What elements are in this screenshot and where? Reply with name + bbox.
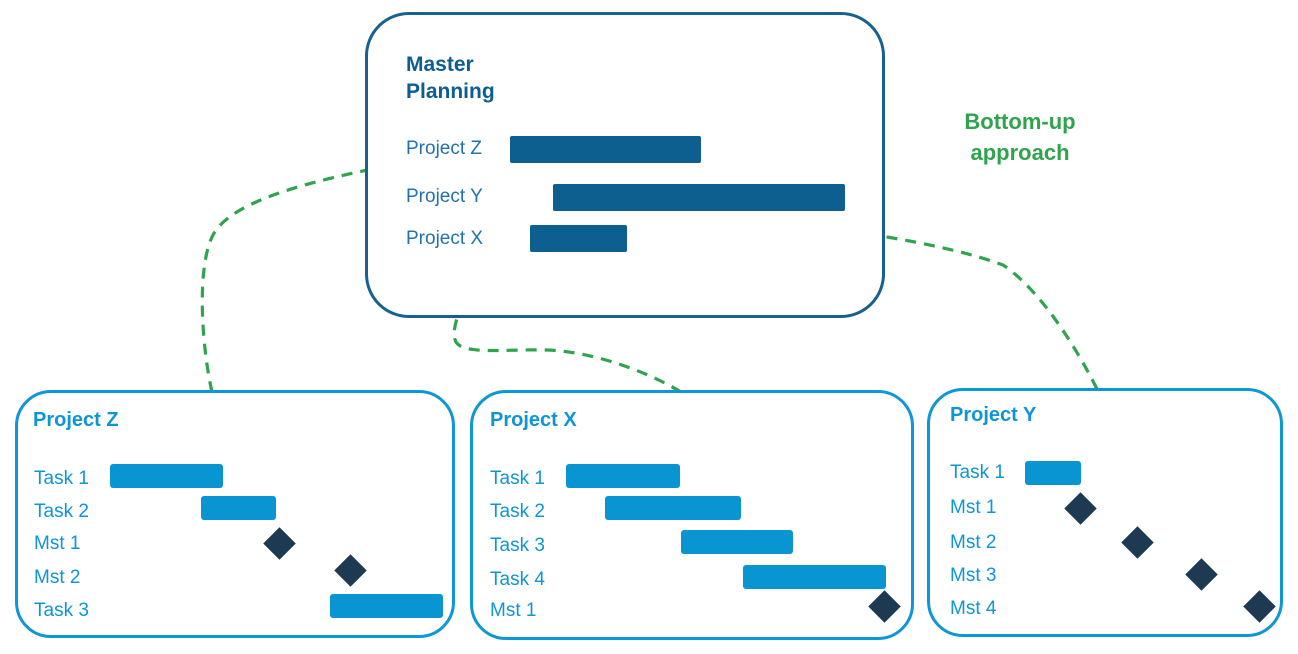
milestone-diamond [868,590,901,623]
gantt-bar [330,594,443,618]
row-label: Task 4 [490,569,545,590]
project-x-box: Project X Task 1 Task 2 Task 3 Task 4 Ms… [470,390,914,640]
row-label: Mst 4 [950,598,997,619]
row-label: Mst 1 [950,497,997,518]
gantt-bar [110,464,223,488]
project-x-title: Project X [490,409,577,431]
row-label: Task 1 [950,462,1005,483]
milestone-diamond [1243,590,1276,623]
row-label: Mst 1 [490,600,537,621]
milestone-diamond [334,554,367,587]
gantt-bar [743,565,886,589]
row-label: Task 1 [34,468,89,489]
row-label: Mst 1 [34,533,81,554]
master-row-label-project-x: Project X [406,228,484,249]
project-y-title: Project Y [950,404,1037,426]
bottom-up-approach-label: Bottom-up approach [964,109,1076,165]
project-z-box: Project Z Task 1 Task 2 Mst 1 Mst 2 Task… [15,390,455,638]
gantt-bar [681,530,793,554]
row-label: Mst 3 [950,565,997,586]
master-planning-box: Master Planning Project Z Project Y Proj… [365,12,885,318]
gantt-bar-project-x [530,225,627,252]
gantt-bar [201,496,276,520]
row-label: Task 2 [34,501,89,522]
master-row-label-project-y: Project Y [406,186,483,207]
milestone-diamond [1121,526,1154,559]
row-label: Task 3 [490,535,545,556]
row-label: Task 1 [490,468,545,489]
master-row-label-project-z: Project Z [406,138,483,159]
gantt-bar-project-z [510,136,701,163]
milestone-diamond [1064,492,1097,525]
gantt-bar-project-y [553,184,845,211]
gantt-bar [566,464,680,488]
row-label: Mst 2 [34,567,81,588]
row-label: Task 2 [490,501,545,522]
master-planning-title: Master Planning [406,53,495,103]
row-label: Task 3 [34,600,89,621]
project-y-box: Project Y Task 1 Mst 1 Mst 2 Mst 3 Mst 4 [927,388,1283,637]
project-z-title: Project Z [33,409,119,431]
row-label: Mst 2 [950,532,997,553]
milestone-diamond [1185,558,1218,591]
gantt-bar [605,496,741,520]
gantt-bar [1025,461,1081,485]
milestone-diamond [263,527,296,560]
